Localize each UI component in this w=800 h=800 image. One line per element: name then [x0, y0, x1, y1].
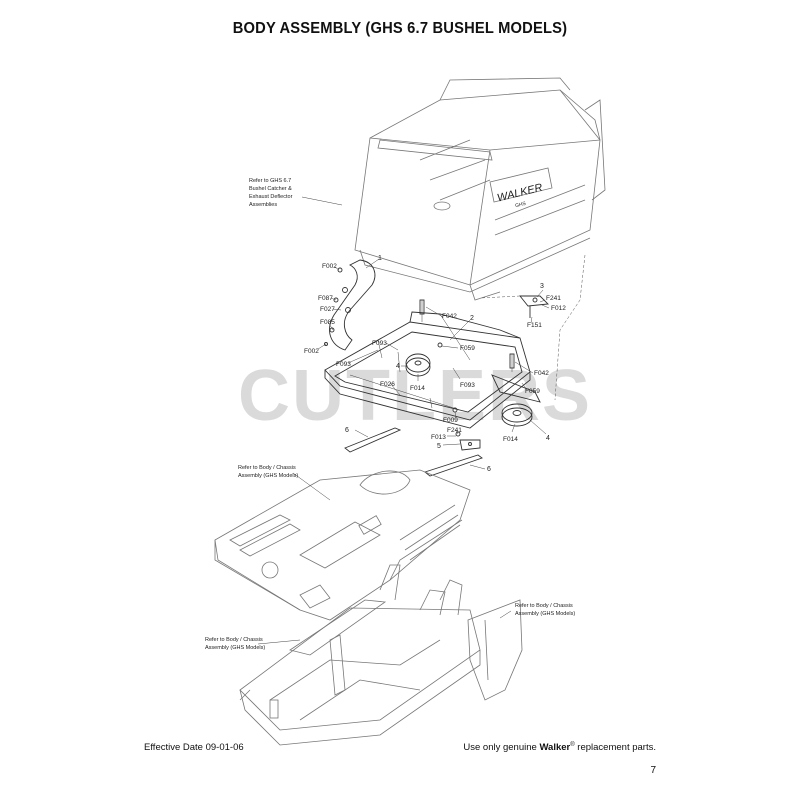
- bracket-hardware-left: [324, 267, 343, 346]
- callout-labels: 1 2 3 4 4 5 6 6 F002 F087 F027 F085 F002…: [304, 255, 566, 473]
- svg-text:Assembly (GHS Models): Assembly (GHS Models): [238, 473, 298, 479]
- svg-text:Refer to Body / Chassis: Refer to Body / Chassis: [515, 603, 573, 609]
- main-frame-part-2: [324, 300, 541, 429]
- leader-lines: [257, 196, 550, 645]
- chassis-frame: [239, 564, 481, 746]
- effective-date: Effective Date 09-01-06: [144, 742, 244, 753]
- ghs-logo-text: GHS: [515, 201, 528, 210]
- callout-f059-b: F059: [525, 388, 540, 395]
- note-body-chassis-right: Refer to Body / Chassis Assembly (GHS Mo…: [515, 603, 575, 617]
- callout-f012: F012: [551, 305, 566, 312]
- registered-mark: ®: [570, 742, 575, 748]
- note-body-chassis-middle: Refer to Body / Chassis Assembly (GHS Mo…: [238, 465, 298, 479]
- callout-f014-a: F014: [410, 385, 425, 392]
- callout-f013: F013: [431, 434, 446, 441]
- watermark: CUTLERS: [238, 356, 592, 436]
- callout-item-6-right: 6: [487, 466, 491, 473]
- callout-f093-a: F093: [372, 340, 387, 347]
- bracket-part-3: [479, 295, 549, 318]
- callout-item-5: 5: [437, 443, 441, 450]
- callout-f002-bottom: F002: [304, 348, 319, 355]
- callout-item-1: 1: [378, 255, 382, 262]
- svg-text:Exhaust Deflector: Exhaust Deflector: [249, 194, 293, 200]
- page-number: 7: [650, 765, 656, 776]
- callout-f085: F085: [320, 319, 335, 326]
- catcher-hood: WALKER GHS: [354, 77, 606, 301]
- svg-text:Assembly (GHS Models): Assembly (GHS Models): [515, 611, 575, 617]
- callout-item-2: 2: [470, 315, 474, 322]
- svg-text:Refer to Body / Chassis: Refer to Body / Chassis: [238, 465, 296, 471]
- callout-f241-lower: F241: [447, 427, 462, 434]
- callout-f093-b: F093: [336, 361, 351, 368]
- note-catcher-assemblies: Refer to GHS 6.7 Bushel Catcher & Exhaus…: [249, 178, 293, 208]
- callout-f042-right: F042: [534, 370, 549, 377]
- genuine-parts-note: Use only genuine Walker® replacement par…: [463, 742, 656, 754]
- strip-part-6-left: [344, 427, 402, 453]
- callout-f059-a: F059: [460, 345, 475, 352]
- callout-f151: F151: [527, 322, 542, 329]
- bracket-part-5: [455, 431, 481, 451]
- callout-f026: F026: [380, 381, 395, 388]
- callout-item-3: 3: [540, 283, 544, 290]
- svg-text:Refer to Body / Chassis: Refer to Body / Chassis: [205, 637, 263, 643]
- callout-item-4-left: 4: [396, 363, 400, 370]
- callout-item-4-right: 4: [546, 435, 550, 442]
- callout-f241-upper: F241: [546, 295, 561, 302]
- page-title: BODY ASSEMBLY (GHS 6.7 BUSHEL MODELS): [232, 20, 568, 37]
- callout-item-6-left: 6: [345, 427, 349, 434]
- callout-f014-b: F014: [503, 436, 518, 443]
- callout-f093-c: F093: [460, 382, 475, 389]
- svg-text:Assembly (GHS Models): Assembly (GHS Models): [205, 645, 265, 651]
- brand-name: Walker: [539, 742, 571, 754]
- body-shell: [214, 469, 471, 621]
- pulley-4-right: [501, 403, 533, 427]
- svg-text:Assemblies: Assemblies: [249, 202, 277, 208]
- callout-f027: F027: [320, 306, 335, 313]
- callout-f042-top: F042: [442, 313, 457, 320]
- callout-f002-top: F002: [322, 263, 337, 270]
- note-body-chassis-left: Refer to Body / Chassis Assembly (GHS Mo…: [205, 637, 265, 651]
- svg-text:Bushel Catcher &: Bushel Catcher &: [249, 186, 292, 192]
- side-panel: [467, 599, 523, 701]
- strip-part-6-right: [424, 454, 483, 477]
- callout-f009: F009: [443, 417, 458, 424]
- callout-f087: F087: [318, 295, 333, 302]
- svg-text:Refer to GHS 6.7: Refer to GHS 6.7: [249, 178, 291, 184]
- bracket-part-1: [329, 259, 376, 351]
